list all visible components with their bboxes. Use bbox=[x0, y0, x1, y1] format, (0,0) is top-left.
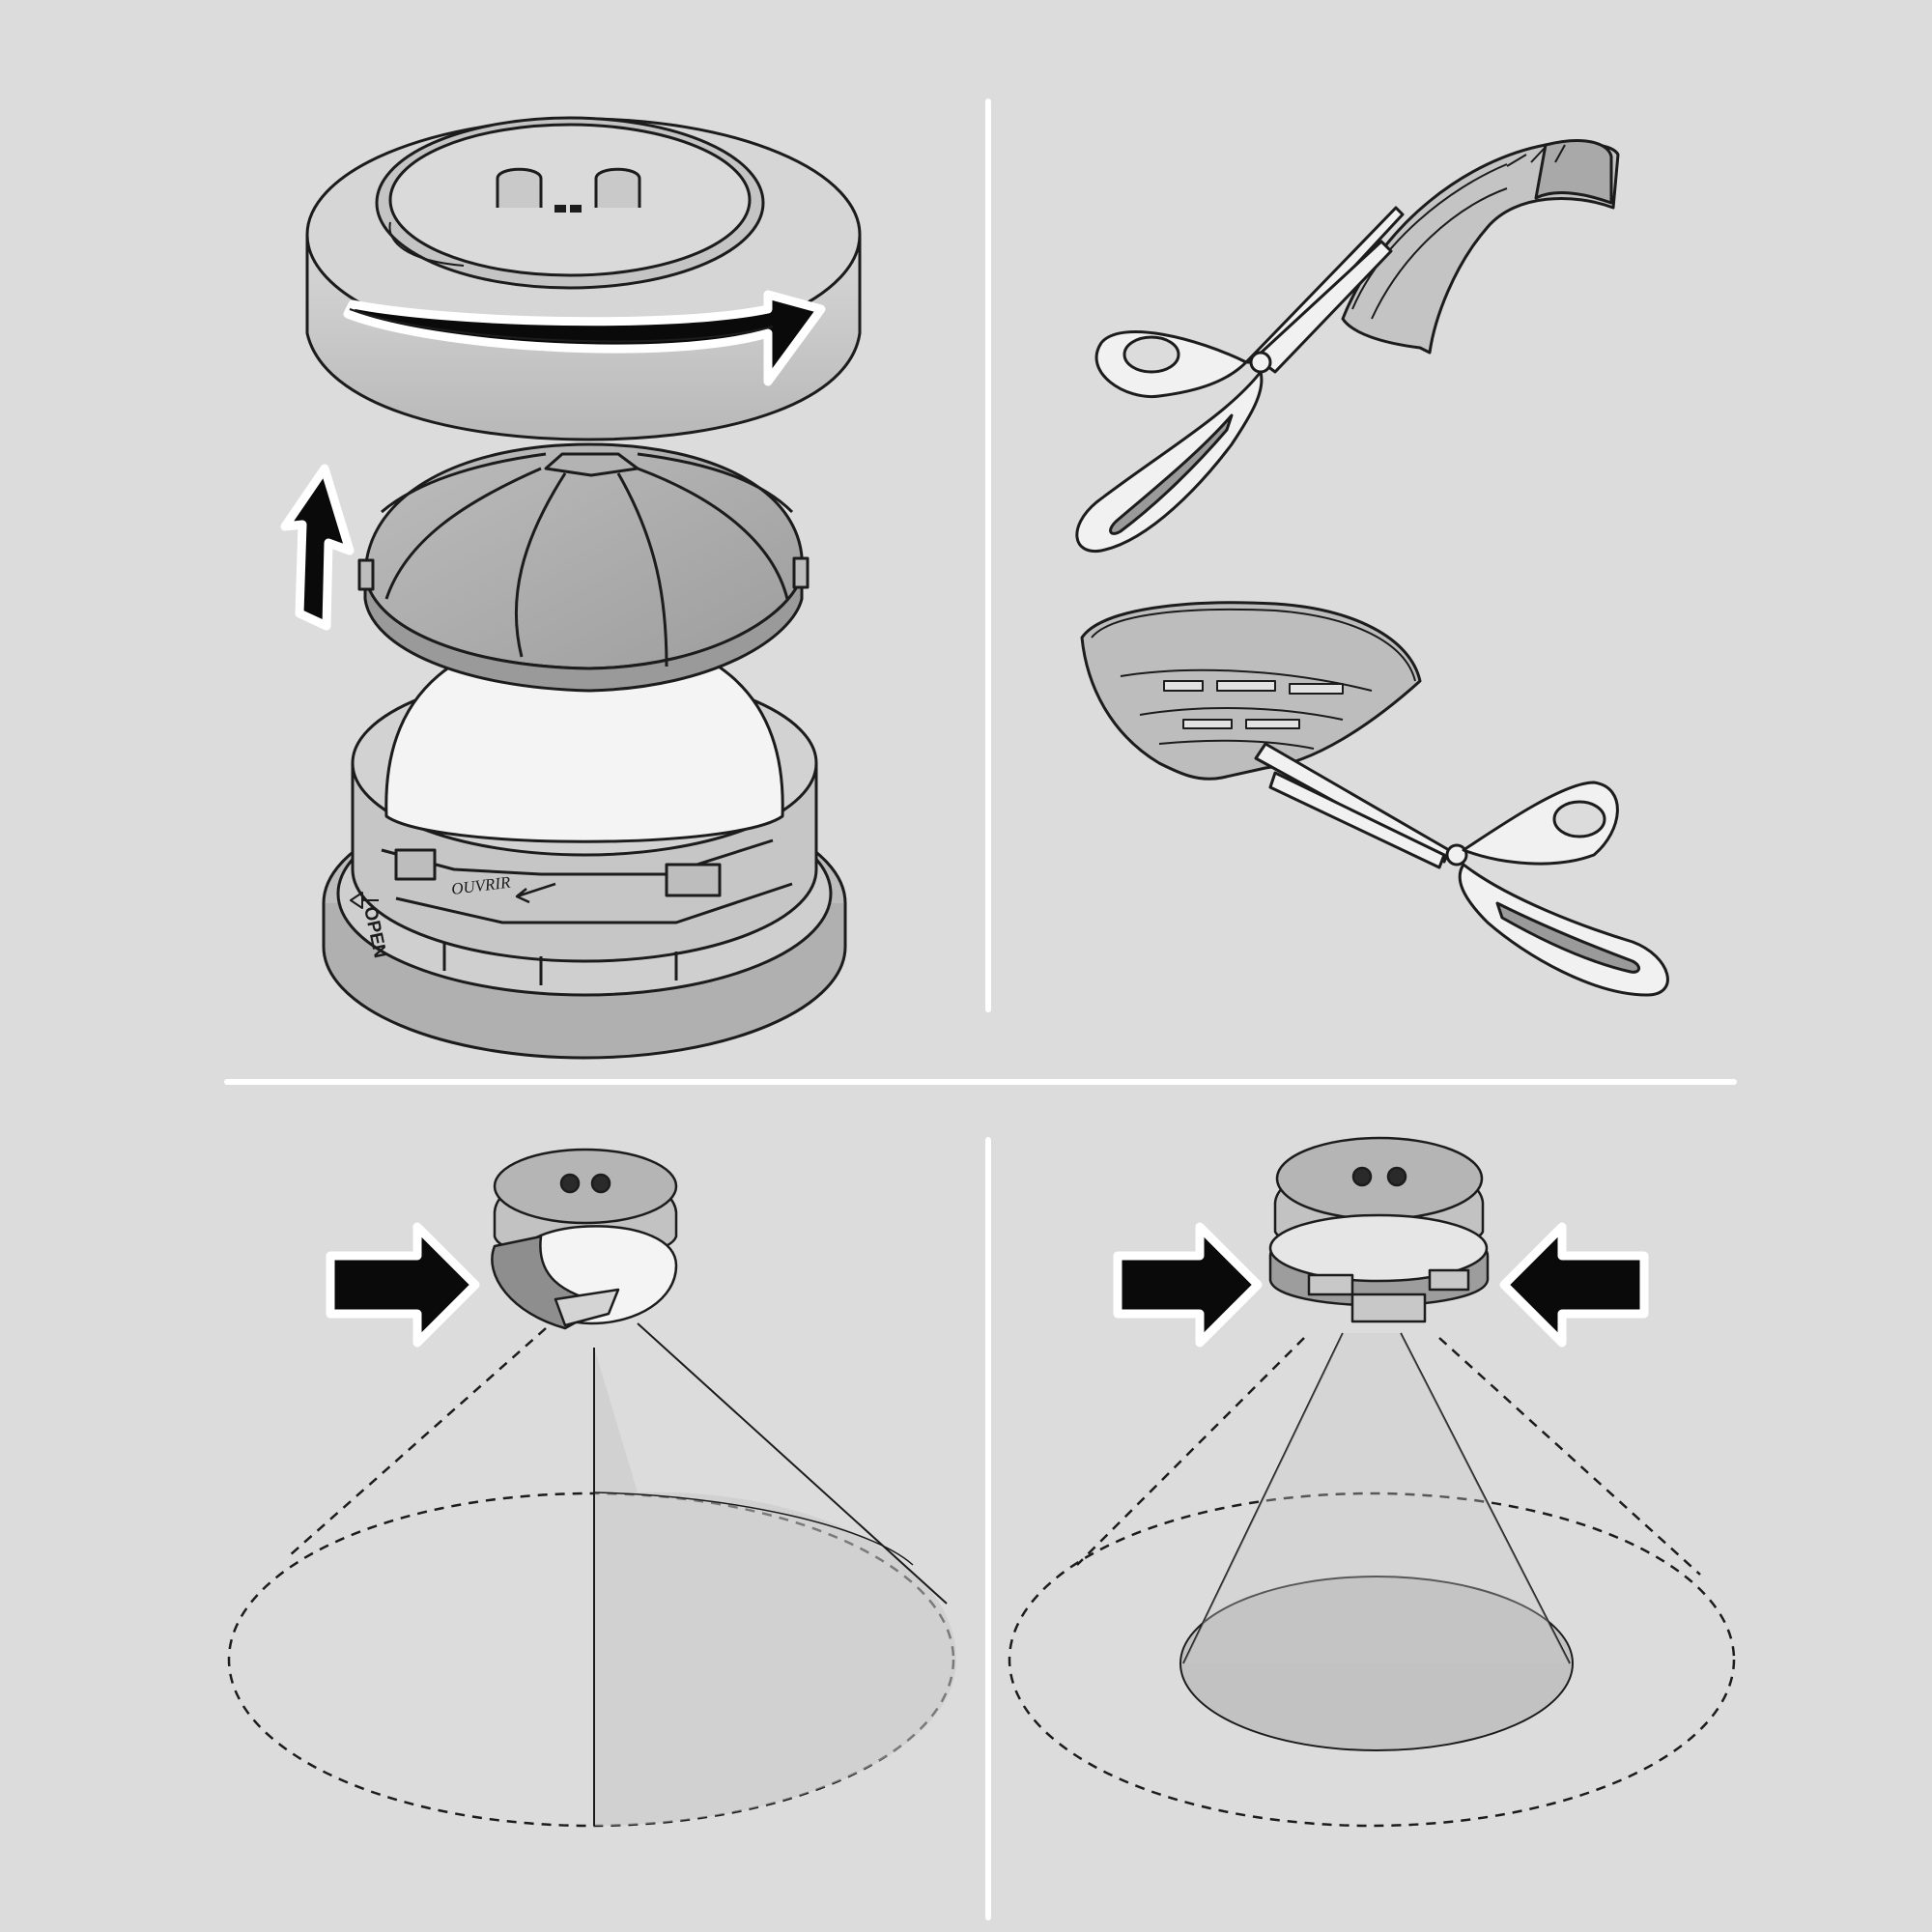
right-arrow-icon bbox=[1113, 1222, 1263, 1348]
panel-step-4 bbox=[1008, 1136, 1736, 1828]
up-arrow-icon bbox=[280, 464, 355, 631]
camera-ring-shield bbox=[1268, 1136, 1490, 1323]
privacy-shield-top bbox=[1341, 139, 1620, 355]
panel-step-1: OUVRIR OPEN bbox=[280, 116, 862, 1060]
panel-step-3 bbox=[227, 1148, 956, 1828]
panel-dividers bbox=[224, 99, 1737, 1920]
camera-half-shield bbox=[491, 1148, 678, 1330]
scissors-top bbox=[1075, 206, 1405, 553]
restricted-coverage-area bbox=[1179, 1576, 1574, 1751]
scissors-bottom bbox=[1254, 742, 1669, 997]
restricted-coverage-cone bbox=[594, 1348, 956, 1826]
panel-step-2 bbox=[1075, 139, 1669, 997]
left-arrow-icon bbox=[1499, 1222, 1649, 1348]
lens-dome bbox=[384, 631, 784, 843]
right-arrow-icon bbox=[326, 1222, 480, 1348]
open-arrow-icon bbox=[350, 892, 379, 909]
privacy-shield-bottom bbox=[1080, 601, 1422, 781]
camera-base bbox=[322, 631, 847, 1060]
full-coverage-area bbox=[1008, 1492, 1736, 1828]
rotate-arrow-icon bbox=[343, 290, 826, 386]
dome-cover bbox=[357, 442, 810, 693]
trim-ring bbox=[305, 116, 862, 441]
ouvrir-arrow-icon bbox=[515, 882, 556, 904]
